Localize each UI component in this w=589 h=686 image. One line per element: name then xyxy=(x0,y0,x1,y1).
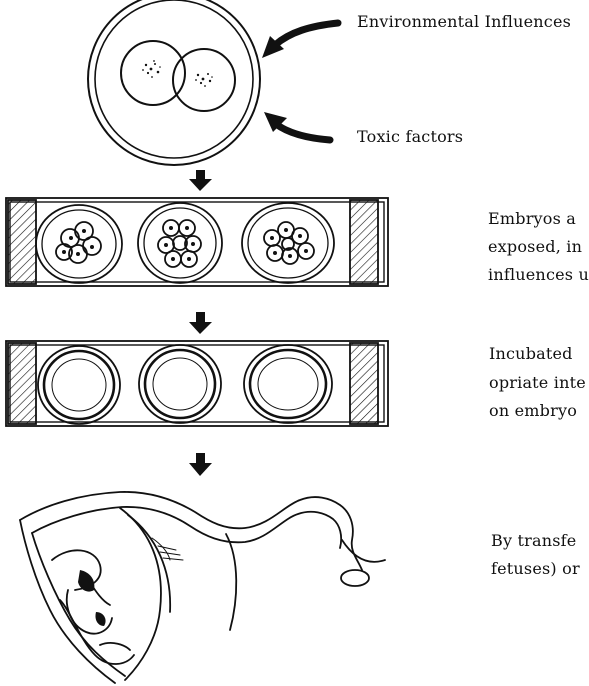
culture-dish-cleavage xyxy=(6,198,388,286)
down-arrow-icon xyxy=(189,170,212,191)
step3-text-line1: By transfe xyxy=(491,533,576,549)
step1-text-line3: influences u xyxy=(488,267,589,283)
step2-text-line3: on embryo xyxy=(489,403,577,419)
culture-dish-blastocyst xyxy=(6,341,388,426)
step1-text-line2: exposed, in xyxy=(488,239,582,255)
label-environmental-influences: Environmental Influences xyxy=(357,14,571,30)
down-arrow-icon xyxy=(189,453,212,476)
two-cell-embryo xyxy=(88,0,260,165)
down-arrow-icon xyxy=(189,312,212,334)
step1-text-line1: Embryos a xyxy=(488,211,576,227)
label-toxic-factors: Toxic factors xyxy=(357,129,463,145)
step3-text-line2: fetuses) or xyxy=(491,561,580,577)
environmental-arrow-icon xyxy=(262,23,338,58)
uterus-transfer-sketch xyxy=(20,492,385,683)
step2-text-line1: Incubated xyxy=(489,346,573,362)
step2-text-line2: opriate inte xyxy=(489,375,586,391)
toxic-arrow-icon xyxy=(264,112,330,140)
